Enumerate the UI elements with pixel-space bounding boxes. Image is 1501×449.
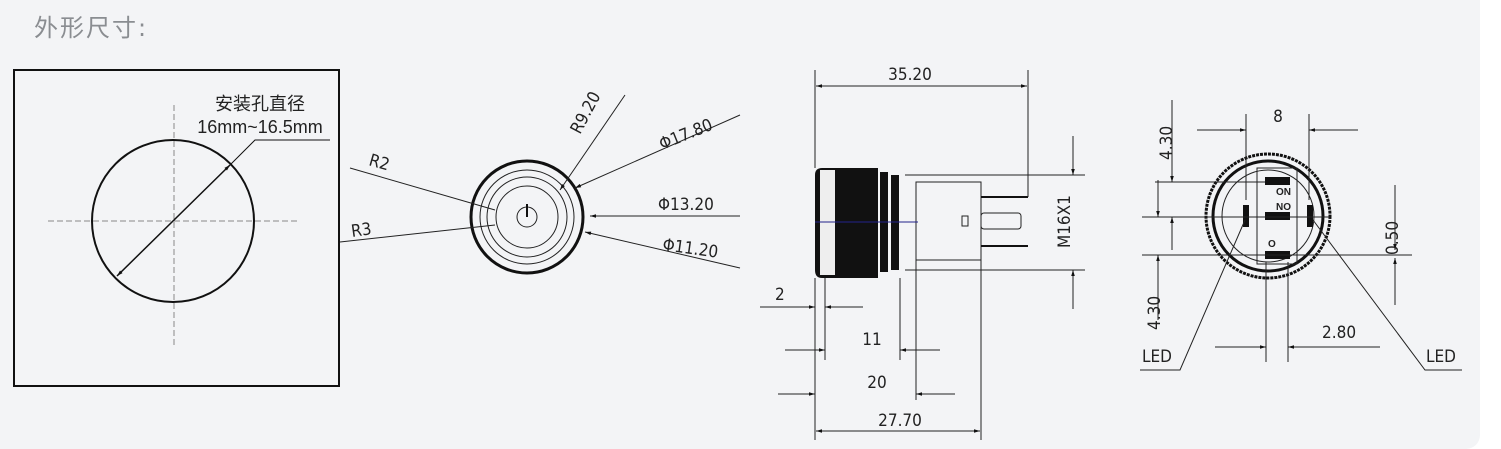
side-20-dim: 20 [867,373,886,393]
side-overall-dim: 35.20 [888,65,932,85]
rear-width-dim: 8 [1273,107,1283,127]
side-11-dim: 11 [862,330,881,350]
front-r-outer: R9.20 [567,89,606,138]
rear-bottom-offset: 4.30 [1145,296,1165,330]
page-title: 外形尺寸: [34,14,149,42]
side-view: 35.20 M16X1 2 11 20 27.70 [760,65,1085,440]
side-thread-dim: M16X1 [1055,195,1075,248]
mounting-hole-label: 安装孔直径 [215,94,305,114]
terminal-no: NO [1276,202,1291,213]
front-r2: R2 [367,151,392,176]
led-label-left: LED [1142,347,1172,367]
terminal-o: O [1268,239,1276,250]
side-27-dim: 27.70 [878,411,922,431]
front-d-mid: Φ13.20 [658,195,714,215]
front-r3: R3 [350,219,373,242]
mounting-hole-range: 16mm~16.5mm [197,117,323,137]
front-d-outer: Φ17.80 [656,115,715,154]
terminal-on: ON [1276,187,1291,198]
mounting-hole-view: 安装孔直径 16mm~16.5mm [13,69,340,387]
rear-top-offset: 4.30 [1157,126,1177,160]
led-label-right: LED [1426,347,1456,367]
front-view: R9.20 Φ17.80 R2 Φ13.20 R3 Φ11.20 [339,89,741,275]
rear-pitch-dim: 2.80 [1322,323,1356,343]
rear-view: ON NO O 8 4.30 4.30 0.50 2.80 LED LED [1140,100,1462,371]
rear-gap-dim: 0.50 [1383,221,1403,255]
side-bezel-dim: 2 [775,285,785,305]
front-d-inner: Φ11.20 [661,235,719,263]
